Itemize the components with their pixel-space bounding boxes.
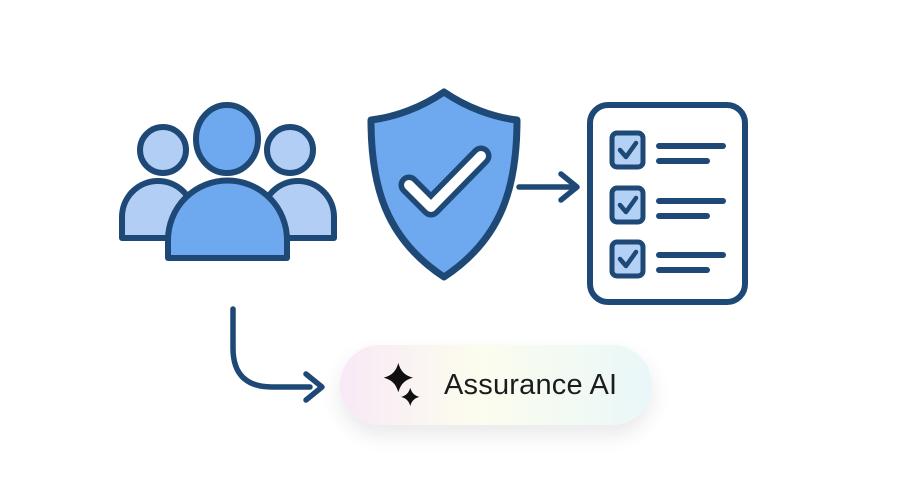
sparkle-small-star xyxy=(401,387,420,407)
checkbox-1 xyxy=(609,130,646,170)
checkbox-3 xyxy=(609,239,646,279)
checkbox-1-check xyxy=(617,140,639,160)
sparkle-big-star xyxy=(383,363,413,393)
checkbox-2-check xyxy=(617,195,639,215)
checkbox-2 xyxy=(609,185,646,225)
checkbox-3-check xyxy=(617,249,639,269)
curved-arrow-icon xyxy=(230,306,325,403)
checkmark xyxy=(404,151,486,212)
center-person-head xyxy=(193,102,261,176)
pill-label: Assurance AI xyxy=(444,368,618,401)
shield-check-icon xyxy=(367,88,521,281)
assurance-ai-pill[interactable]: Assurance AI xyxy=(340,345,652,425)
right-person-head xyxy=(264,124,316,176)
arrow-right-head xyxy=(558,171,580,203)
curved-arrow-head xyxy=(303,371,325,403)
checklist-icon xyxy=(587,102,748,305)
arrow-right-icon xyxy=(516,171,580,203)
sparkle-icon xyxy=(383,363,420,407)
left-person-head xyxy=(137,124,189,176)
people-group-icon xyxy=(119,102,337,261)
curved-arrow-shaft xyxy=(230,306,313,390)
center-person-body xyxy=(165,177,290,261)
